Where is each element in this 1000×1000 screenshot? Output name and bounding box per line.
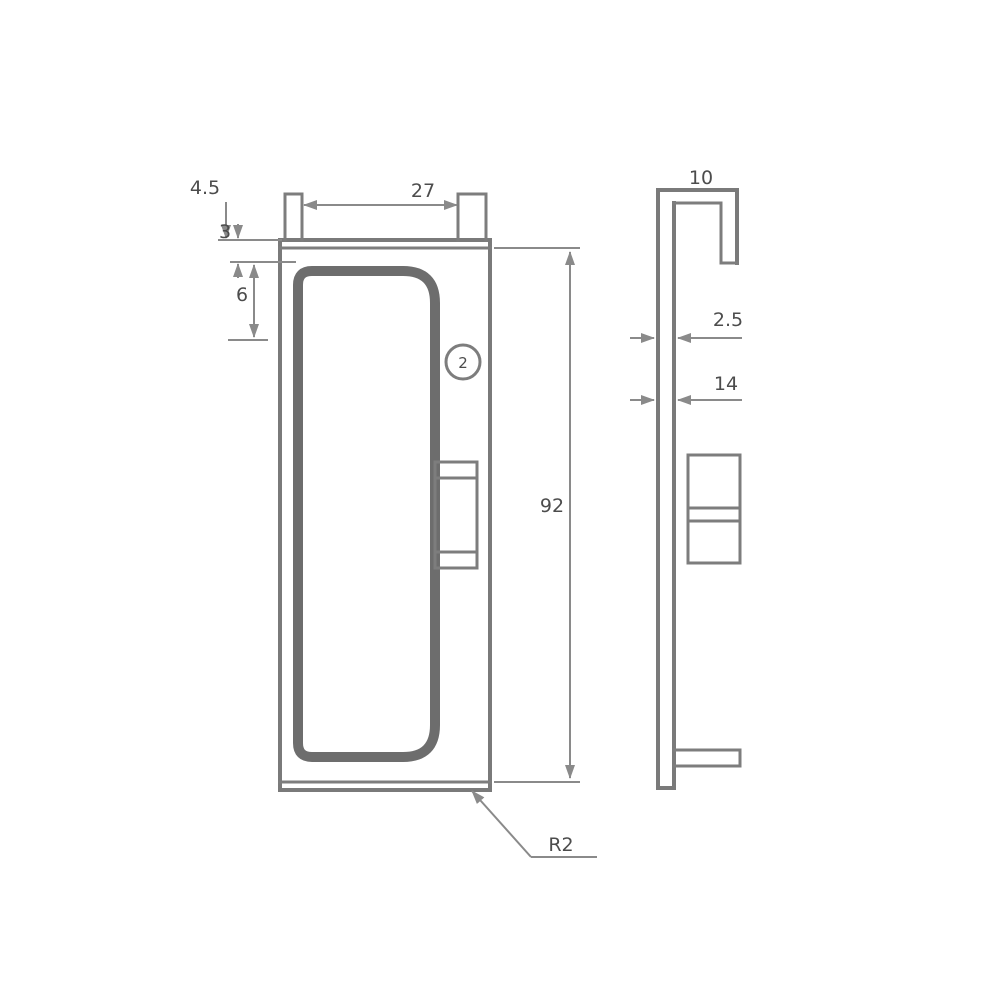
- radius-label: R2: [548, 834, 573, 856]
- side-top-hook: [656, 188, 739, 265]
- side-dim-flange: 14: [630, 373, 742, 405]
- side-dim-top-width-label: 10: [689, 167, 713, 189]
- side-dim-wall-thickness: 2.5: [630, 309, 743, 343]
- dim-height-label: 92: [540, 495, 564, 517]
- dim-top-width-label: 27: [411, 180, 435, 202]
- radius-callout: R2: [471, 790, 597, 858]
- dim-step-small: 3: [219, 221, 296, 278]
- dim-overall-height: 92: [494, 247, 580, 783]
- front-right-tab: [456, 192, 488, 242]
- dim-step-mid-label: 6: [236, 284, 248, 306]
- dim-tab-height: 4.5: [190, 177, 282, 241]
- latch-box-outline: [433, 460, 479, 570]
- hole-circle: [444, 343, 482, 381]
- front-left-tab: [283, 192, 304, 242]
- wall-thickness-label: 2.5: [713, 309, 743, 331]
- front-view: 2 27 4.5 3 6: [190, 177, 597, 858]
- dim-step-small-label: 3: [219, 221, 231, 243]
- side-bottom-foot: [672, 748, 742, 768]
- front-outer-profile: [278, 238, 492, 792]
- front-inner-contour: [293, 266, 440, 762]
- side-view: 10 2.5 14: [630, 167, 743, 790]
- hole-diameter-label: 2: [458, 354, 468, 372]
- dim-top-width: 27: [303, 180, 458, 210]
- flange-label: 14: [714, 373, 738, 395]
- side-mounting-block: [686, 453, 742, 565]
- dim-step-mid: 6: [228, 264, 268, 341]
- radius-leader-diagonal: [471, 790, 532, 858]
- front-hole: 2: [444, 343, 482, 381]
- front-latch-box: [433, 460, 479, 570]
- dim-tab-height-label: 4.5: [190, 177, 220, 199]
